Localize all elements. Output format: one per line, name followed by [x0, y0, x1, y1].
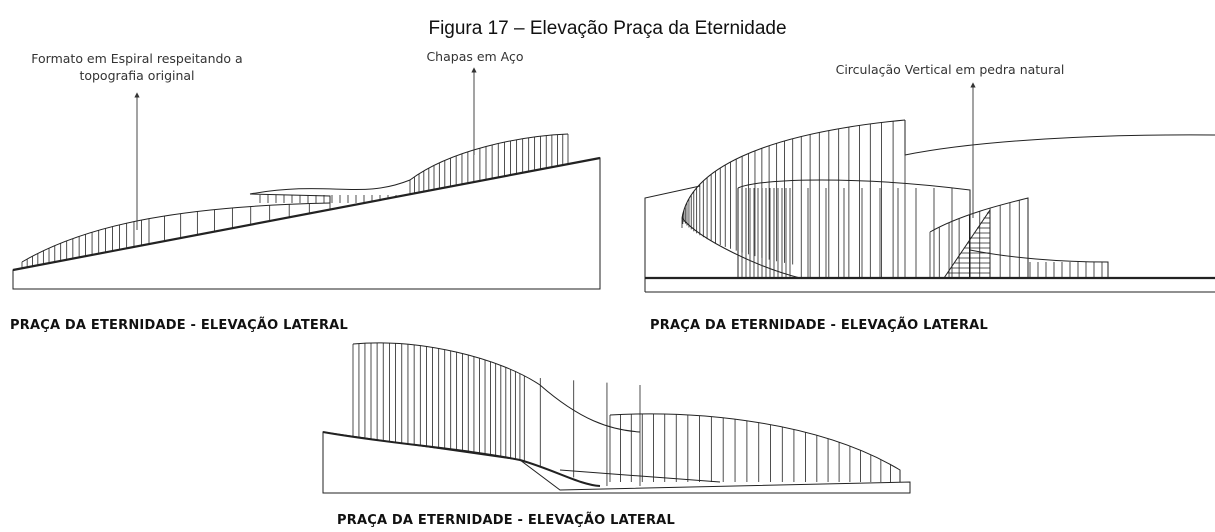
elevation-panel-1	[12, 67, 601, 290]
annotation-vertical-circulation: Circulação Vertical em pedra natural	[835, 62, 1065, 77]
spiral-wall-top-edge-b	[249, 133, 569, 195]
elevation-panel-2	[644, 82, 1215, 293]
terrain-section-1	[12, 157, 601, 290]
caption-panel-3: PRAÇA DA ETERNIDADE - ELEVAÇÃO LATERAL	[337, 513, 675, 528]
steel-plates-panel-2	[681, 120, 1103, 279]
terrain-section-2	[644, 185, 701, 292]
annotation-spiral: Formato em Espiral respeitando a topogra…	[31, 51, 243, 83]
spiral-wall-top-edge-a	[21, 202, 331, 263]
figure-title: Figura 17 – Elevação Praça da Eternidade	[428, 18, 787, 39]
steel-plates-panel-3	[352, 342, 901, 486]
steel-plates-panel-1	[21, 134, 569, 269]
annotation-steel-plates: Chapas em Aço	[426, 49, 524, 64]
terrain-section-3	[322, 431, 911, 494]
elevation-panel-3	[322, 342, 911, 494]
terrain-slope-line-1	[12, 156, 601, 272]
terrain-slope-line-3	[322, 431, 601, 487]
steel-wall-top-edge-3	[352, 342, 641, 433]
caption-panel-2: PRAÇA DA ETERNIDADE - ELEVAÇÃO LATERAL	[650, 318, 988, 333]
caption-panel-1: PRAÇA DA ETERNIDADE - ELEVAÇÃO LATERAL	[10, 318, 348, 333]
